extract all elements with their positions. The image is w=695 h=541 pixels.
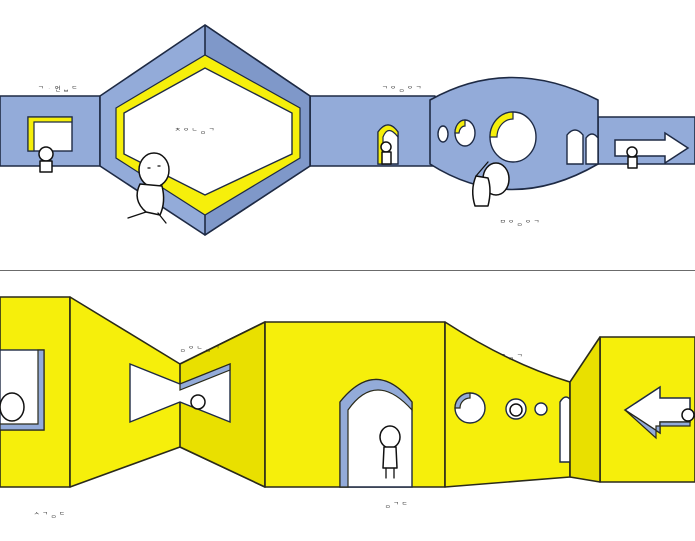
panel-divider xyxy=(0,270,695,271)
top-label-3: ᄀ ᄋ ᆷ ᄋ ᄀ xyxy=(382,86,422,93)
top-label-4: ᄇ ᄋ ᆷ ᄋ ᄀ xyxy=(500,220,540,227)
top-blue-corridor-illustration xyxy=(0,24,695,236)
yellow-round-hole-large-reveal xyxy=(454,392,471,409)
top-label-2: ᄎ ᄋ ᄂ ᆷ ᄀ xyxy=(175,128,215,135)
kid-in-arch xyxy=(380,141,392,165)
bottom-label-1: ᆷ ᄋ ᄂ ᆷ ᄀ xyxy=(180,346,220,353)
bottom-yellow-corridor-illustration xyxy=(0,296,695,488)
kid-in-left-window xyxy=(0,392,25,422)
middle-wall-segment xyxy=(309,95,436,167)
bottom-label-2: ᄀ ᆷ ᄀ xyxy=(500,354,523,361)
round-hole-large-reveal xyxy=(489,111,514,138)
right-arch-2 xyxy=(585,133,599,165)
bottom-label-4: ᆷ ᄀ ᄃ xyxy=(385,502,408,509)
yellow-round-hole-small xyxy=(534,402,548,416)
right-yellow-block-side xyxy=(569,336,601,483)
round-hole-medium-reveal xyxy=(454,119,466,134)
left-window-reveal xyxy=(27,116,73,152)
kid-peeking-window xyxy=(38,146,54,173)
top-label-1: ᄀ ᆞ 언 ᆸ ᄃ xyxy=(38,86,78,93)
kid-running xyxy=(127,152,170,224)
bottom-label-3: ᄉ ᄀ ᆷ ᄃ xyxy=(34,512,66,519)
bowtie-opening-reveal xyxy=(179,363,231,391)
kid-by-arrow xyxy=(626,146,638,169)
kid-behind-arrow xyxy=(681,408,695,422)
round-hole-small xyxy=(437,125,449,143)
arrow-left-reveal xyxy=(624,409,691,440)
left-yellow-window-reveal xyxy=(0,349,45,431)
kid-in-bowtie xyxy=(190,394,206,410)
kid-reaching xyxy=(472,161,510,207)
kid-in-big-arch xyxy=(379,425,401,479)
kid-in-round-hole xyxy=(509,403,523,417)
right-arch-1 xyxy=(566,129,584,165)
big-arch-reveal xyxy=(339,379,413,488)
